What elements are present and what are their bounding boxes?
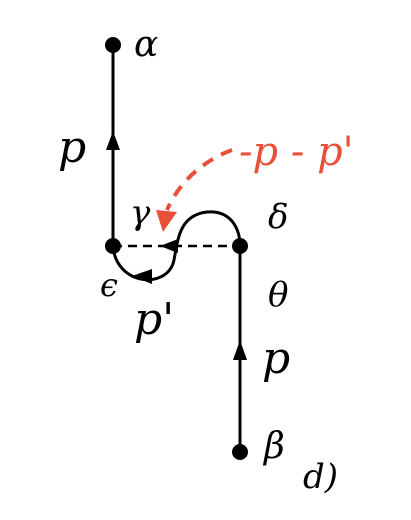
- loop-edge-arrow: [132, 269, 152, 284]
- label-epsilon: ϵ: [100, 266, 118, 304]
- transfer-arrow-head: [156, 210, 177, 232]
- label-gamma: γ: [130, 193, 151, 233]
- label-theta: θ: [268, 275, 288, 315]
- panel-label: d): [303, 457, 338, 497]
- horizontal-edge-arrow: [160, 239, 178, 253]
- node-delta: [232, 238, 248, 254]
- label-right-momentum: p: [262, 333, 290, 384]
- node-beta: [232, 444, 248, 460]
- node-epsilon: [105, 238, 121, 254]
- node-alpha: [105, 37, 121, 53]
- right-edge-arrow: [233, 340, 247, 360]
- label-transfer-momentum: -p - p': [239, 129, 354, 175]
- label-alpha: α: [134, 24, 158, 65]
- label-delta: δ: [268, 197, 288, 237]
- left-edge-arrow: [106, 131, 120, 150]
- label-loop-momentum: p': [134, 294, 174, 345]
- label-left-momentum: p: [58, 122, 86, 173]
- label-beta: β: [262, 426, 285, 467]
- transfer-arrow: [165, 148, 233, 211]
